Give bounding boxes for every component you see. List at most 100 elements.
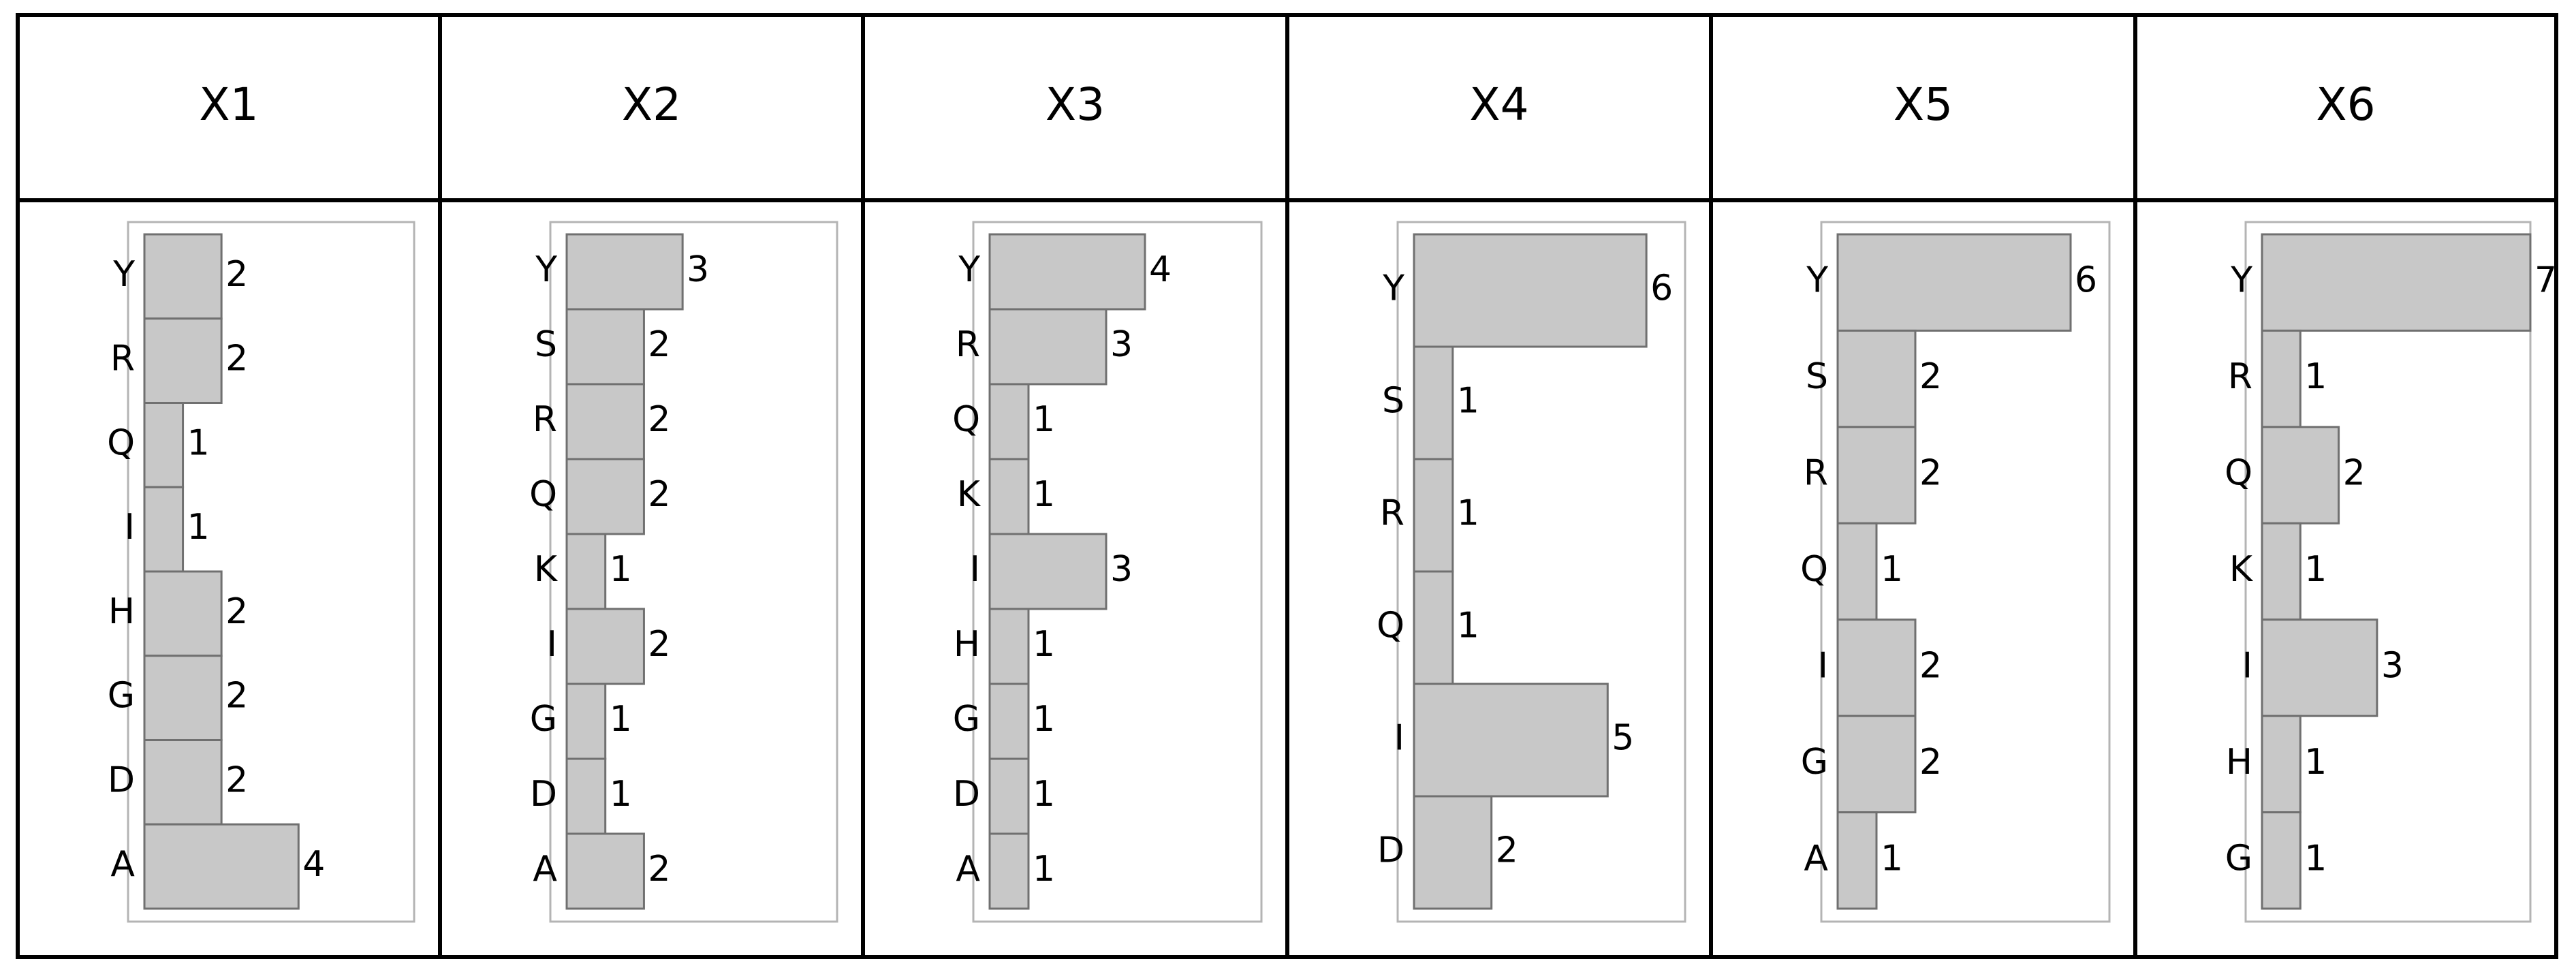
category-label: D (953, 774, 980, 815)
category-label: Q (107, 422, 135, 463)
bar (565, 608, 645, 685)
data-label: 1 (1033, 624, 1055, 665)
chart-title: X6 (2316, 78, 2375, 131)
category-label: Y (1382, 268, 1404, 309)
data-label: 2 (225, 676, 248, 717)
data-label: 1 (187, 422, 210, 463)
data-label: 1 (1033, 774, 1055, 815)
category-label: G (530, 699, 557, 740)
data-label: 2 (225, 759, 248, 800)
category-label: G (953, 699, 980, 740)
data-label: 1 (1033, 699, 1055, 740)
category-label: D (530, 774, 557, 815)
plot-panel (1396, 221, 1686, 923)
category-label: Y (958, 249, 980, 290)
category-label: Q (529, 474, 557, 515)
bar (2261, 715, 2302, 814)
data-label: 2 (2343, 453, 2366, 494)
data-label: 2 (648, 324, 670, 365)
category-label: G (1801, 742, 1828, 783)
bar (143, 233, 223, 320)
data-label: 1 (1881, 549, 1903, 590)
data-label: 2 (225, 339, 248, 379)
data-label: 2 (648, 399, 670, 440)
data-label: 1 (1457, 493, 1479, 534)
data-label: 2 (225, 591, 248, 632)
bar (565, 383, 645, 460)
data-label: 2 (1496, 830, 1518, 871)
data-label: 4 (302, 844, 325, 885)
category-label: Q (952, 399, 980, 440)
category-label: S (535, 324, 557, 365)
chart-title: X1 (199, 78, 258, 131)
data-label: 3 (687, 249, 709, 290)
bar (1413, 233, 1648, 348)
bar (2261, 522, 2302, 621)
category-label: I (1818, 645, 1828, 686)
category-label: Y (1806, 260, 1828, 301)
chart-title: X4 (1469, 78, 1528, 131)
category-label: A (956, 849, 980, 890)
bar (143, 823, 300, 910)
bar (988, 308, 1108, 386)
category-label: G (2225, 838, 2252, 879)
data-label: 1 (610, 774, 632, 815)
data-label: 7 (2534, 260, 2557, 301)
bar (1836, 811, 1878, 910)
data-label: 6 (2075, 260, 2097, 301)
bar (565, 832, 645, 910)
category-label: S (1806, 356, 1828, 397)
bar (565, 533, 607, 610)
category-label: Q (2225, 453, 2252, 494)
category-label: I (547, 624, 557, 665)
category-label: R (2228, 356, 2252, 397)
chart-title: X5 (1894, 78, 1953, 131)
data-label: 2 (648, 849, 670, 890)
category-label: H (954, 624, 980, 665)
category-label: A (1804, 838, 1828, 879)
plot-panel (127, 221, 415, 923)
data-label: 1 (1033, 474, 1055, 515)
bar (2261, 811, 2302, 910)
data-label: 2 (648, 624, 670, 665)
data-label: 1 (610, 699, 632, 740)
bar (988, 383, 1030, 460)
category-label: I (1394, 718, 1404, 759)
data-label: 2 (1919, 356, 1942, 397)
category-label: I (125, 507, 135, 548)
data-label: 1 (2304, 742, 2327, 783)
category-label: I (2242, 645, 2252, 686)
category-label: R (956, 324, 980, 365)
category-label: A (533, 849, 557, 890)
data-label: 3 (2381, 645, 2404, 686)
bar (143, 655, 223, 741)
data-label: 4 (1149, 249, 1172, 290)
bar (143, 317, 223, 404)
data-label: 2 (1919, 453, 1942, 494)
category-label: A (110, 844, 135, 885)
bar (1836, 329, 1917, 428)
bar (1413, 458, 1454, 573)
chart-title: X3 (1046, 78, 1105, 131)
category-label: R (110, 339, 135, 379)
bar (143, 486, 185, 573)
data-label: 3 (1110, 549, 1133, 590)
plot-panel (2244, 221, 2532, 923)
data-label: 1 (2304, 356, 2327, 397)
bar (1836, 618, 1917, 717)
bar (2261, 329, 2302, 428)
category-label: R (1380, 493, 1404, 534)
bar (2261, 618, 2378, 717)
bar (565, 757, 607, 835)
category-label: H (108, 591, 135, 632)
data-label: 2 (225, 254, 248, 295)
bar (1836, 715, 1917, 814)
bar (988, 608, 1030, 685)
bar (988, 233, 1146, 311)
category-label: R (533, 399, 557, 440)
category-label: S (1382, 381, 1404, 422)
category-label: G (108, 676, 135, 717)
bar (565, 308, 645, 386)
category-label: K (534, 549, 559, 590)
category-label: H (2226, 742, 2252, 783)
